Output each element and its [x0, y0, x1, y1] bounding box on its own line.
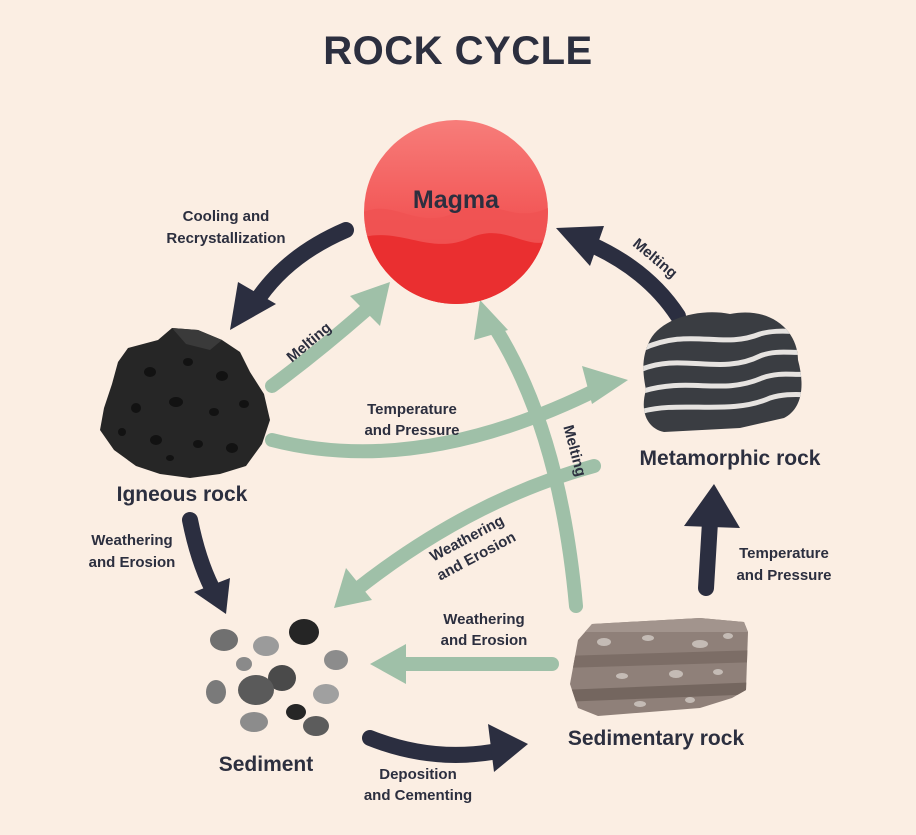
- igneous-rock-shape: [100, 328, 270, 478]
- arrowhead-metamorphic-to-sediment: [334, 568, 372, 608]
- arrowhead-sedimentary-to-metamorphic: [684, 484, 740, 528]
- label-weathering-sedimentary-line2: and Erosion: [441, 632, 528, 649]
- dark-arrows: [182, 222, 718, 763]
- label-weathering-sedimentary-line1: Weathering: [443, 611, 524, 628]
- arrow-igneous-to-metamorphic: [265, 381, 607, 459]
- igneous-rock-node: Igneous rock: [100, 328, 270, 506]
- arrowhead-igneous-to-metamorphic: [582, 366, 628, 404]
- sedimentary-rock-layers: [570, 618, 748, 707]
- arrowhead-sedimentary-to-sediment: [370, 644, 406, 684]
- arrowhead-sedimentary-to-magma: [474, 300, 508, 340]
- label-temp-pressure-sedimentary-line1: Temperature: [739, 545, 829, 562]
- arrowhead-magma-to-igneous: [230, 282, 276, 330]
- label-temp-pressure-igneous-line2: and Pressure: [364, 422, 459, 439]
- sediment-label: Sediment: [219, 753, 314, 776]
- sedimentary-rock-node: Sedimentary rock: [568, 618, 748, 750]
- metamorphic-rock-label: Metamorphic rock: [640, 447, 821, 470]
- light-arrows: [265, 303, 607, 671]
- arrow-metamorphic-to-sediment: [349, 459, 601, 597]
- label-weathering-igneous-line1: Weathering: [91, 532, 172, 549]
- arrowhead-metamorphic-to-magma: [556, 226, 604, 266]
- sediment-pebbles: [206, 619, 348, 736]
- arrowhead-sediment-to-sedimentary: [488, 724, 528, 772]
- igneous-rock-pores: [118, 358, 249, 461]
- arrowhead-igneous-to-magma: [350, 282, 390, 326]
- label-deposition-line1: Deposition: [379, 766, 457, 783]
- igneous-rock-label: Igneous rock: [117, 483, 248, 506]
- metamorphic-rock-node: Metamorphic rock: [640, 312, 821, 470]
- sedimentary-rock-shape: [570, 618, 748, 716]
- arrow-metamorphic-to-magma: [582, 236, 686, 324]
- label-deposition-line2: and Cementing: [364, 787, 472, 804]
- label-cooling-line1: Cooling and: [183, 208, 270, 225]
- label-temp-pressure-sedimentary-line2: and Pressure: [736, 567, 831, 584]
- diagram-title: ROCK CYCLE: [323, 29, 592, 73]
- magma-waves: [364, 205, 548, 304]
- arrow-sedimentary-to-metamorphic: [698, 514, 718, 596]
- dark-arrowheads: [194, 226, 740, 772]
- sediment-node: Sediment: [206, 619, 348, 776]
- magma-label: Magma: [413, 186, 500, 214]
- label-weathering-igneous-line2: and Erosion: [89, 554, 176, 571]
- arrowhead-igneous-to-sediment: [194, 578, 230, 614]
- label-temp-pressure-igneous-line1: Temperature: [367, 401, 457, 418]
- arrow-magma-to-igneous: [252, 222, 354, 304]
- arrow-sediment-to-sedimentary: [362, 730, 500, 763]
- arrow-igneous-to-magma: [265, 303, 373, 393]
- light-arrowheads: [334, 282, 628, 684]
- sedimentary-rock-label: Sedimentary rock: [568, 727, 745, 750]
- arrow-igneous-to-sediment: [182, 512, 220, 596]
- label-cooling-line2: Recrystallization: [166, 230, 285, 247]
- magma-node: Magma: [364, 120, 548, 304]
- arrow-sedimentary-to-magma: [487, 319, 583, 613]
